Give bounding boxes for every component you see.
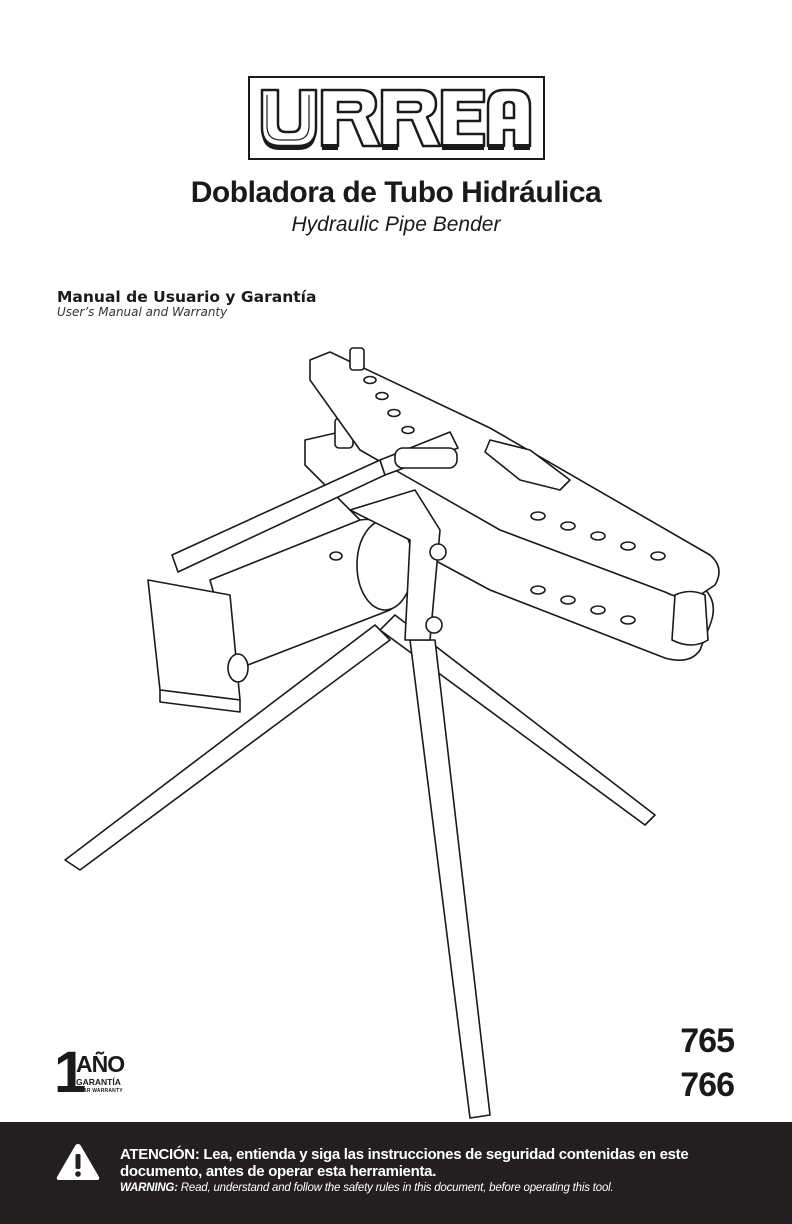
urrea-logo-wordmark <box>260 88 532 150</box>
warranty-sublabel: YEAR WARRANTY <box>76 1088 123 1094</box>
model-number: 766 <box>680 1066 735 1104</box>
warning-en-label: WARNING: <box>120 1182 178 1194</box>
pipe-bender-illustration <box>64 347 720 1119</box>
warning-footer: ATENCIÓN: Lea, entienda y siga las instr… <box>0 1122 792 1224</box>
warning-es-text: Lea, entienda y siga las instrucciones d… <box>120 1146 689 1180</box>
warning-es-label: ATENCIÓN: <box>120 1146 200 1163</box>
brand-logo <box>248 76 545 160</box>
product-title: Dobladora de Tubo Hidráulica <box>190 176 602 209</box>
warranty-badge: 1 AÑO GARANTÍA YEAR WARRANTY <box>54 1044 134 1104</box>
warning-text-block: ATENCIÓN: Lea, entienda y siga las instr… <box>120 1146 760 1195</box>
manual-subheading: User’s Manual and Warranty <box>57 305 228 319</box>
warranty-word: AÑO <box>76 1051 125 1077</box>
product-subtitle: Hydraulic Pipe Bender <box>291 213 501 236</box>
warning-es: ATENCIÓN: Lea, entienda y siga las instr… <box>120 1146 760 1180</box>
model-number: 765 <box>680 1022 735 1060</box>
warning-en-text: Read, understand and follow the safety r… <box>177 1182 614 1194</box>
warning-triangle-icon <box>56 1144 100 1180</box>
warranty-label: GARANTÍA <box>76 1077 121 1087</box>
warning-en: WARNING: Read, understand and follow the… <box>120 1181 760 1195</box>
manual-heading: Manual de Usuario y Garantía <box>57 288 317 306</box>
warranty-years: 1 <box>54 1040 86 1105</box>
